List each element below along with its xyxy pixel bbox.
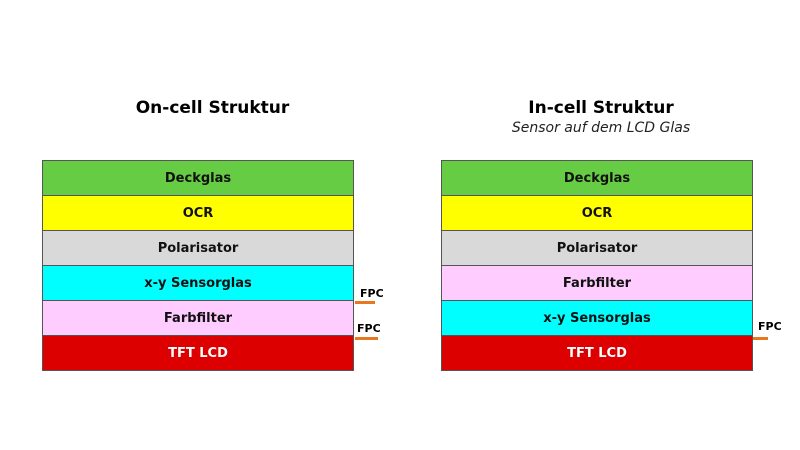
fpc-label: FPC [758,320,782,333]
in-cell-title: In-cell Struktur [528,98,674,118]
layer-farbfilter: Farbfilter [42,300,354,335]
layer-farbfilter: Farbfilter [441,265,753,300]
layer-label: TFT LCD [168,345,228,361]
fpc-line [355,301,375,304]
in-cell-subtitle: Sensor auf dem LCD Glas [511,120,691,136]
layer-label: Polarisator [157,240,239,256]
layer-label: Polarisator [556,240,638,256]
layer-deckglas: Deckglas [441,160,753,195]
layer-ocr: OCR [441,195,753,230]
layer-deckglas: Deckglas [42,160,354,195]
layer-label: x-y Sensorglas [144,275,252,291]
layer-label: OCR [182,205,214,221]
layer-xy-sensorglas: x-y Sensorglas [441,300,753,335]
layer-label: OCR [581,205,613,221]
fpc-line [355,337,378,340]
on-cell-title: On-cell Struktur [135,98,290,118]
layer-xy-sensorglas: x-y Sensorglas [42,265,354,300]
layer-label: TFT LCD [567,345,627,361]
layer-label: Deckglas [563,170,631,186]
layer-tft-lcd: TFT LCD [441,335,753,371]
layer-ocr: OCR [42,195,354,230]
layer-label: Deckglas [164,170,232,186]
layer-label: Farbfilter [163,310,233,326]
fpc-label: FPC [360,287,384,300]
fpc-label: FPC [357,322,381,335]
on-cell-layer-stack: Deckglas OCR Polarisator x-y Sensorglas … [42,160,354,371]
in-cell-layer-stack: Deckglas OCR Polarisator Farbfilter x-y … [441,160,753,371]
layer-tft-lcd: TFT LCD [42,335,354,371]
layer-label: x-y Sensorglas [543,310,651,326]
layer-label: Farbfilter [562,275,632,291]
fpc-line [753,337,768,340]
layer-polarisator: Polarisator [42,230,354,265]
layer-polarisator: Polarisator [441,230,753,265]
